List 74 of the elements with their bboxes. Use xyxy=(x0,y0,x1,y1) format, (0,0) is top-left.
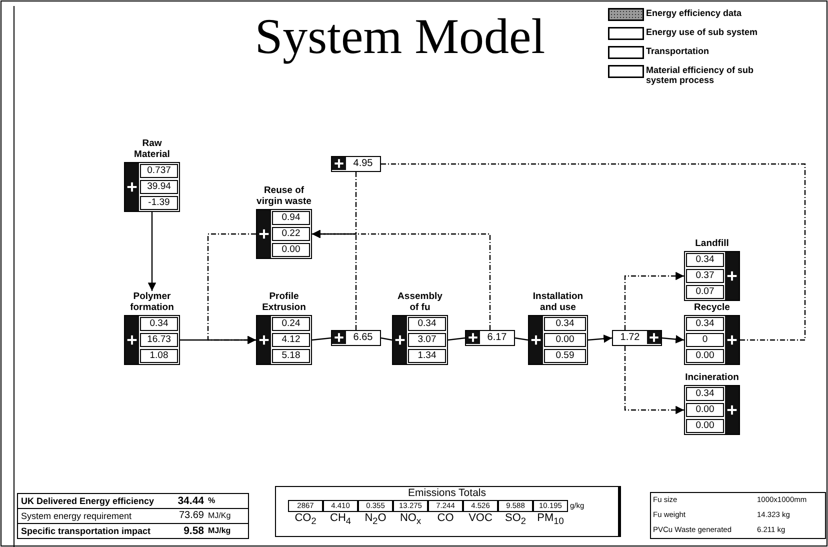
value-cell: 0 xyxy=(686,333,724,347)
legend-label: Transportation xyxy=(646,46,710,56)
process-title: Reuse of virgin waste xyxy=(256,185,312,207)
transport-box xyxy=(465,330,515,346)
process-title: Recycle xyxy=(693,302,731,313)
legend-label: Material efficiency of sub system process xyxy=(646,65,755,85)
table-cell-text: Emissions Totals xyxy=(406,487,487,500)
value-cell: 1.34 xyxy=(408,349,446,363)
process-title: Installation and use xyxy=(532,291,584,313)
transport-value: 6.65 xyxy=(352,331,374,345)
value-cell: 0.34 xyxy=(140,317,178,331)
legend-label: Energy efficiency data xyxy=(646,8,743,18)
table-cell-text: MJ/kg xyxy=(207,525,232,537)
value-cell: 0.22 xyxy=(272,227,310,241)
table-cell-text: CH$_{4}$ xyxy=(329,512,352,528)
arrow xyxy=(662,335,684,344)
diagram-title: System Model xyxy=(254,7,546,66)
process-title: Incineration xyxy=(684,372,740,383)
table-cell-text: 34.44 xyxy=(176,494,204,508)
table-cell-text: VOC xyxy=(468,512,494,526)
process-title: Profile Extrusion xyxy=(261,291,307,313)
value-cell: 0.34 xyxy=(686,387,724,401)
value-cell: 0.34 xyxy=(686,253,724,267)
value-cell: 0.34 xyxy=(544,317,586,331)
value-cell: 0.07 xyxy=(686,285,724,299)
transport-value: 1.72 xyxy=(619,331,641,345)
table-cell-text: N$_{2}$O xyxy=(364,512,388,528)
transport-box xyxy=(331,330,381,346)
table-cell-text: SO$_{2}$ xyxy=(504,512,527,528)
value-cell: -1.39 xyxy=(140,196,178,210)
value-cell: 0.34 xyxy=(686,317,724,331)
transport-value: 6.17 xyxy=(486,331,508,345)
value-cell: 0.59 xyxy=(544,349,586,363)
legend-label: Energy use of sub system xyxy=(646,27,759,37)
table-cell-text: CO xyxy=(436,512,455,526)
table-cell-text: NO$_{x}$ xyxy=(398,512,422,528)
value-cell: 0.00 xyxy=(686,349,724,363)
table-cell-text: CO$_{2}$ xyxy=(294,512,318,528)
value-cell: 0.00 xyxy=(272,243,310,257)
value-cell: 0.737 xyxy=(140,164,178,178)
arrow xyxy=(148,212,156,291)
value-cell: 1.08 xyxy=(140,349,178,363)
process-title: Landfill xyxy=(694,238,730,249)
value-cell: 0.00 xyxy=(544,333,586,347)
process-title: Assembly of fu xyxy=(396,291,444,313)
transport-box xyxy=(612,330,662,346)
dashed-arrow xyxy=(624,346,684,414)
value-cell: 0.00 xyxy=(686,419,724,433)
process-title: Polymer formation xyxy=(129,291,175,313)
value-cell: 0.37 xyxy=(686,269,724,283)
table-cell-text: MJ/Kg xyxy=(207,510,232,522)
process-title: Raw Material xyxy=(133,138,171,160)
value-cell: 16.73 xyxy=(140,333,178,347)
value-cell: 39.94 xyxy=(140,180,178,194)
value-cell: 3.07 xyxy=(408,333,446,347)
value-cell: 0.24 xyxy=(272,317,310,331)
arrow xyxy=(588,334,612,343)
dashed-arrow xyxy=(312,230,491,330)
table-cell-text: PM$_{10}$ xyxy=(536,512,565,528)
table-cell-text: Specific transportation impact xyxy=(20,525,152,538)
value-cell: 0.00 xyxy=(686,403,724,417)
table-cell-text: UK Delivered Energy efficiency xyxy=(20,495,156,508)
dashed-arrow xyxy=(207,233,256,344)
table-cell-text: 9.58 xyxy=(182,524,204,538)
table-cell-text: 73.69 xyxy=(178,509,204,523)
table-cell-text: System energy requirement xyxy=(20,510,133,523)
dashed-arrow xyxy=(624,272,684,330)
value-cell: 5.18 xyxy=(272,349,310,363)
value-cell: 0.34 xyxy=(408,317,446,331)
transport-box xyxy=(331,156,381,172)
value-cell: 0.94 xyxy=(272,211,310,225)
value-cell: 4.12 xyxy=(272,333,310,347)
transport-value: 4.95 xyxy=(352,157,374,171)
table-cell-text: % xyxy=(207,495,216,507)
